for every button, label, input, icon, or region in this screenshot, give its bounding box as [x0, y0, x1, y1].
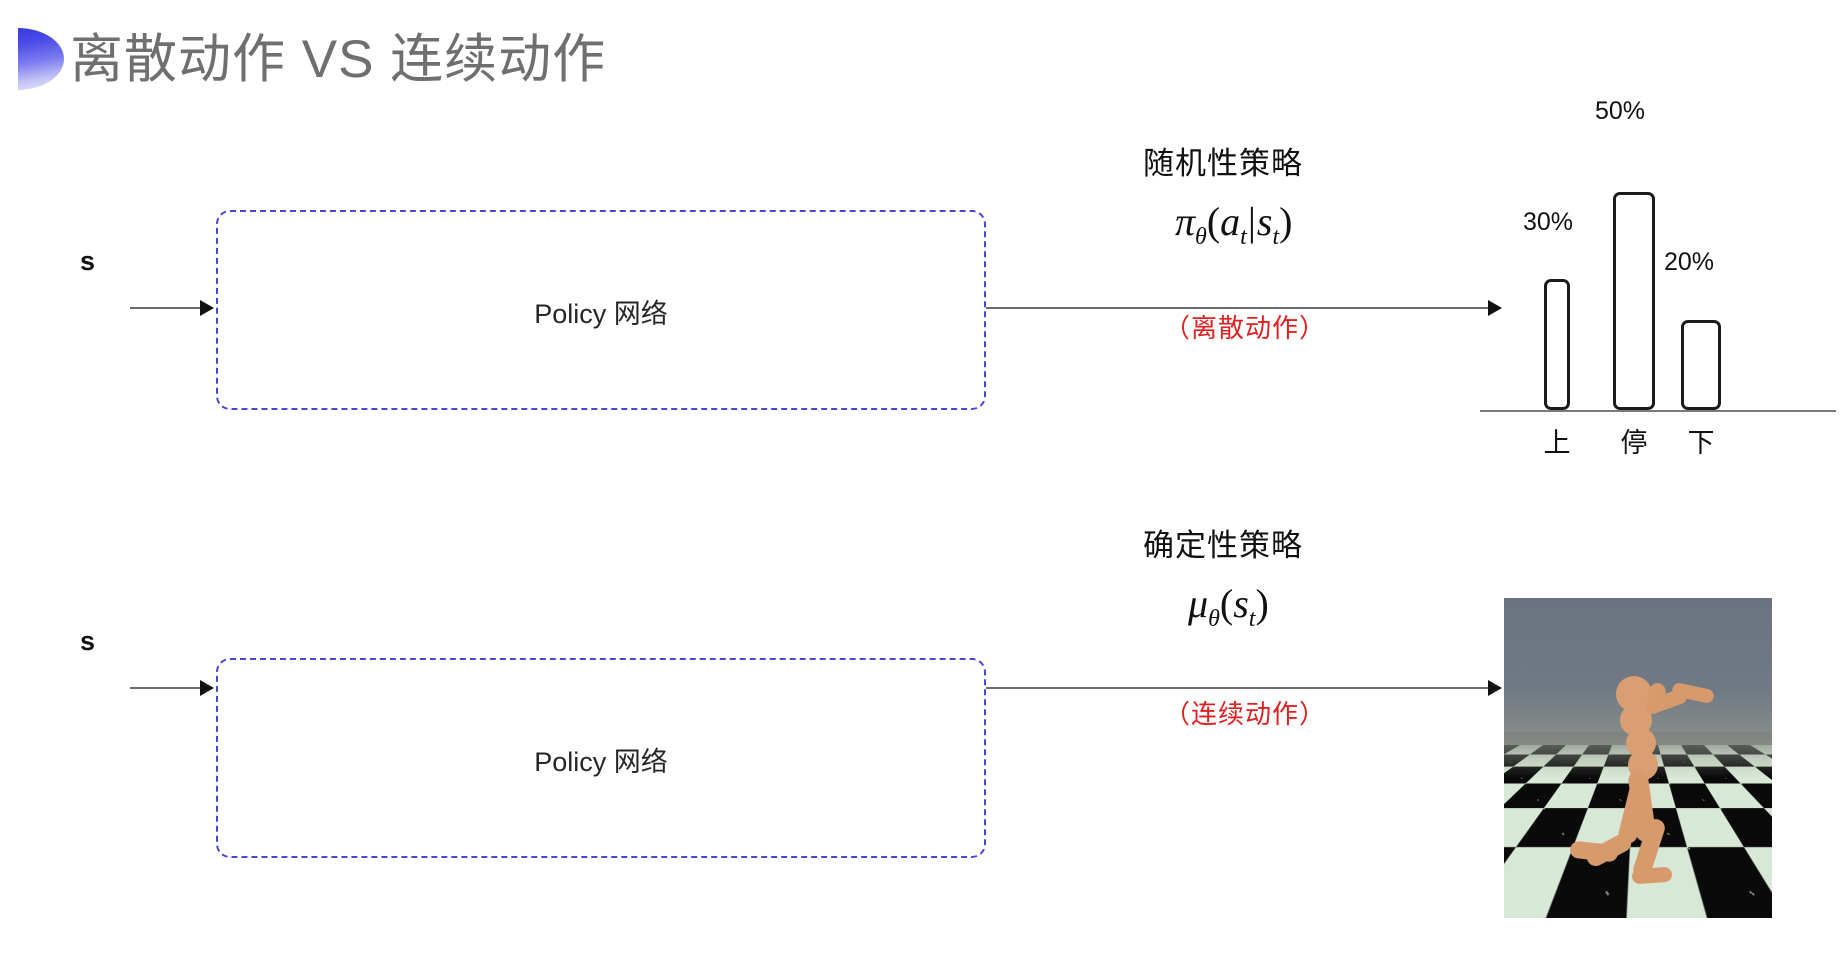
bar-value-0: 30%	[1523, 208, 1574, 236]
policy-network-label-continuous: Policy 网络	[534, 747, 668, 777]
title-bullet-icon	[18, 28, 64, 90]
stochastic-policy-title: 随机性策略	[1143, 146, 1303, 181]
bar-column-2	[1681, 320, 1721, 410]
input-arrow-head-discrete	[200, 300, 214, 316]
output-arrow-head-discrete	[1488, 300, 1502, 316]
bar-column-0	[1544, 279, 1570, 410]
humanoid-foot-right	[1631, 866, 1673, 885]
stochastic-policy-formula: πθ(at|st)	[1175, 198, 1292, 251]
formula-mu: μ	[1188, 581, 1209, 626]
bar-category-1: 停	[1620, 428, 1648, 458]
formula-mu-close: )	[1255, 581, 1269, 626]
formula-mu-open: (	[1219, 581, 1234, 626]
policy-network-box-discrete[interactable]: Policy 网络	[216, 210, 986, 410]
policy-network-box-continuous[interactable]: Policy 网络	[216, 658, 986, 858]
formula-mu-theta: θ	[1208, 606, 1220, 632]
humanoid-simulation-image	[1504, 598, 1772, 918]
bar-column-1	[1613, 192, 1655, 410]
policy-network-label-discrete: Policy 网络	[534, 299, 668, 329]
bar-category-2: 下	[1687, 428, 1715, 458]
formula-pi-a: a	[1220, 199, 1241, 244]
output-arrow-line-discrete	[986, 307, 1491, 309]
output-arrow-line-continuous	[986, 687, 1491, 689]
bottom-strip	[0, 958, 1846, 966]
formula-pi-s: s	[1256, 199, 1273, 244]
input-arrow-head-continuous	[200, 680, 214, 696]
bar-value-2: 20%	[1664, 248, 1715, 276]
formula-pi: π	[1175, 199, 1196, 244]
bar-value-1: 50%	[1595, 97, 1646, 125]
deterministic-policy-title: 确定性策略	[1143, 528, 1303, 563]
formula-mu-t: t	[1248, 606, 1256, 632]
deterministic-policy-formula: μθ(st)	[1188, 580, 1269, 633]
formula-pi-bar: |	[1247, 199, 1256, 244]
page-title: 离散动作 VS 连续动作	[70, 30, 607, 89]
bar-category-0: 上	[1543, 428, 1571, 458]
input-state-label-discrete: s	[80, 246, 96, 276]
continuous-action-note: （连续动作）	[1164, 699, 1327, 729]
action-probability-chart: 30% 上 50% 停 20% 下	[1480, 95, 1846, 458]
bar-rect-1	[1613, 192, 1655, 410]
chart-baseline	[1480, 410, 1836, 412]
formula-pi-t1: t	[1240, 224, 1247, 250]
bar-rect-0	[1544, 279, 1570, 410]
formula-pi-close: )	[1279, 199, 1293, 244]
formula-pi-theta: θ	[1195, 224, 1207, 250]
input-state-label-continuous: s	[80, 626, 96, 656]
bar-rect-2	[1681, 320, 1721, 410]
formula-pi-open: (	[1206, 199, 1221, 244]
output-arrow-head-continuous	[1488, 680, 1502, 696]
discrete-action-note: （离散动作）	[1164, 313, 1327, 343]
formula-mu-s: s	[1233, 581, 1249, 626]
input-arrow-line-continuous	[130, 687, 212, 689]
formula-pi-t2: t	[1272, 224, 1280, 250]
input-arrow-line-discrete	[130, 307, 212, 309]
